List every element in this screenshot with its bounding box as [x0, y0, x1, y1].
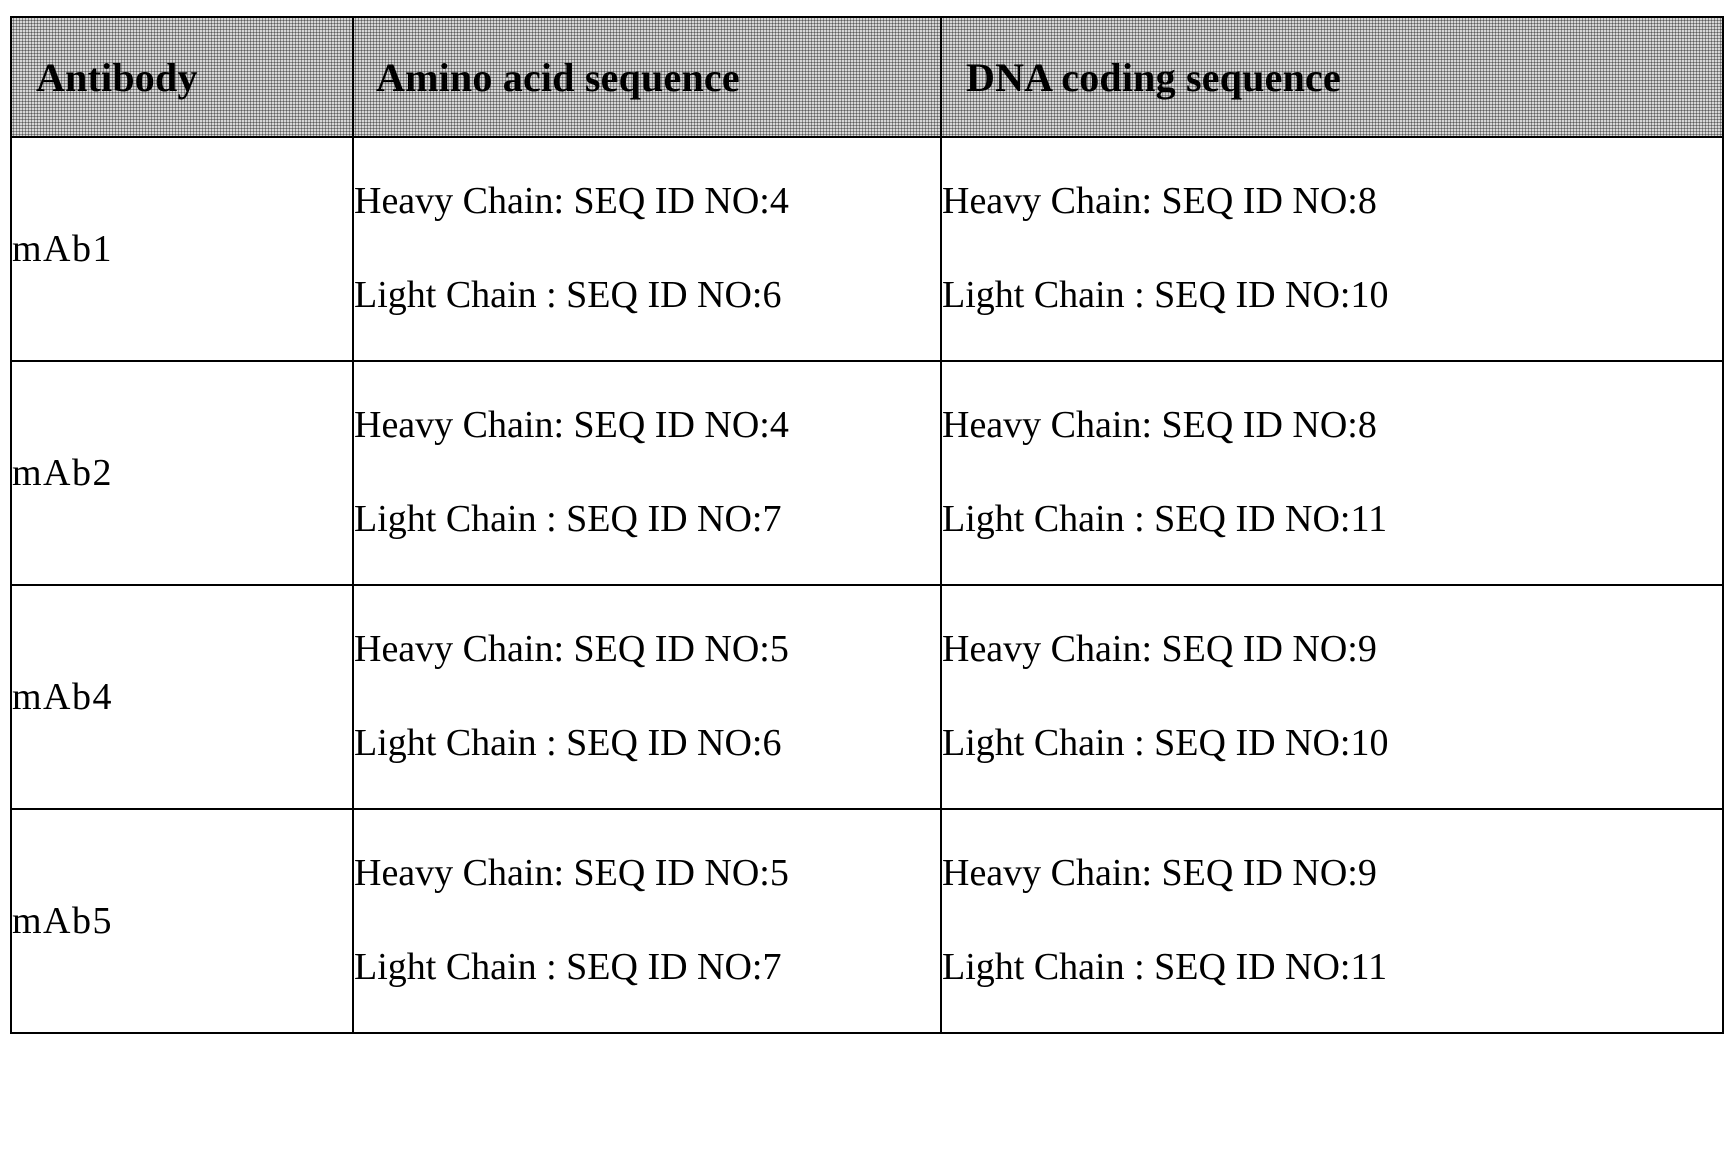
sequence-lines: Heavy Chain: SEQ ID NO:8 Light Chain : S…: [942, 142, 1722, 356]
cell-antibody-name: mAb2: [10, 360, 354, 586]
sequence-lines: Heavy Chain: SEQ ID NO:4 Light Chain : S…: [354, 142, 940, 356]
cell-amino-acid-sequence: Heavy Chain: SEQ ID NO:4 Light Chain : S…: [352, 360, 942, 586]
sequence-lines: Heavy Chain: SEQ ID NO:8 Light Chain : S…: [942, 366, 1722, 580]
table-header: Antibody Amino acid sequence DNA coding …: [10, 16, 1724, 138]
heavy-chain-line: Heavy Chain: SEQ ID NO:9: [942, 852, 1377, 895]
table-row: mAb5 Heavy Chain: SEQ ID NO:5 Light Chai…: [10, 808, 1724, 1034]
sequence-lines: Heavy Chain: SEQ ID NO:9 Light Chain : S…: [942, 590, 1722, 804]
column-header-dna-coding-sequence-label: DNA coding sequence: [966, 55, 1341, 100]
heavy-chain-line: Heavy Chain: SEQ ID NO:4: [354, 180, 789, 223]
sequence-lines: Heavy Chain: SEQ ID NO:5 Light Chain : S…: [354, 814, 940, 1028]
column-header-dna-coding-sequence: DNA coding sequence: [940, 16, 1724, 138]
heavy-chain-line: Heavy Chain: SEQ ID NO:5: [354, 852, 789, 895]
cell-dna-coding-sequence: Heavy Chain: SEQ ID NO:9 Light Chain : S…: [940, 808, 1724, 1034]
cell-antibody-name: mAb1: [10, 136, 354, 362]
sequence-lines: Heavy Chain: SEQ ID NO:4 Light Chain : S…: [354, 366, 940, 580]
header-row: Antibody Amino acid sequence DNA coding …: [10, 16, 1724, 138]
light-chain-line: Light Chain : SEQ ID NO:6: [354, 722, 782, 764]
table-body: mAb1 Heavy Chain: SEQ ID NO:4 Light Chai…: [10, 136, 1724, 1034]
cell-dna-coding-sequence: Heavy Chain: SEQ ID NO:9 Light Chain : S…: [940, 584, 1724, 810]
cell-antibody-name: mAb5: [10, 808, 354, 1034]
cell-amino-acid-sequence: Heavy Chain: SEQ ID NO:5 Light Chain : S…: [352, 808, 942, 1034]
cell-dna-coding-sequence: Heavy Chain: SEQ ID NO:8 Light Chain : S…: [940, 360, 1724, 586]
light-chain-line: Light Chain : SEQ ID NO:6: [354, 274, 782, 316]
antibody-sequence-table: Antibody Amino acid sequence DNA coding …: [10, 16, 1724, 1034]
table-row: mAb1 Heavy Chain: SEQ ID NO:4 Light Chai…: [10, 136, 1724, 362]
cell-antibody-name: mAb4: [10, 584, 354, 810]
heavy-chain-line: Heavy Chain: SEQ ID NO:9: [942, 628, 1377, 671]
column-header-amino-acid-sequence: Amino acid sequence: [352, 16, 942, 138]
heavy-chain-line: Heavy Chain: SEQ ID NO:4: [354, 404, 789, 447]
cell-amino-acid-sequence: Heavy Chain: SEQ ID NO:5 Light Chain : S…: [352, 584, 942, 810]
cell-amino-acid-sequence: Heavy Chain: SEQ ID NO:4 Light Chain : S…: [352, 136, 942, 362]
light-chain-line: Light Chain : SEQ ID NO:10: [942, 274, 1389, 316]
light-chain-line: Light Chain : SEQ ID NO:7: [354, 946, 782, 988]
heavy-chain-line: Heavy Chain: SEQ ID NO:5: [354, 628, 789, 671]
light-chain-line: Light Chain : SEQ ID NO:10: [942, 722, 1389, 764]
table-row: mAb2 Heavy Chain: SEQ ID NO:4 Light Chai…: [10, 360, 1724, 586]
column-header-amino-acid-sequence-label: Amino acid sequence: [376, 55, 740, 100]
cell-dna-coding-sequence: Heavy Chain: SEQ ID NO:8 Light Chain : S…: [940, 136, 1724, 362]
light-chain-line: Light Chain : SEQ ID NO:11: [942, 946, 1388, 988]
light-chain-line: Light Chain : SEQ ID NO:11: [942, 498, 1388, 540]
table-row: mAb4 Heavy Chain: SEQ ID NO:5 Light Chai…: [10, 584, 1724, 810]
light-chain-line: Light Chain : SEQ ID NO:7: [354, 498, 782, 540]
column-header-antibody-label: Antibody: [36, 55, 198, 100]
heavy-chain-line: Heavy Chain: SEQ ID NO:8: [942, 180, 1377, 223]
column-header-antibody: Antibody: [10, 16, 354, 138]
heavy-chain-line: Heavy Chain: SEQ ID NO:8: [942, 404, 1377, 447]
sequence-lines: Heavy Chain: SEQ ID NO:9 Light Chain : S…: [942, 814, 1722, 1028]
sequence-lines: Heavy Chain: SEQ ID NO:5 Light Chain : S…: [354, 590, 940, 804]
